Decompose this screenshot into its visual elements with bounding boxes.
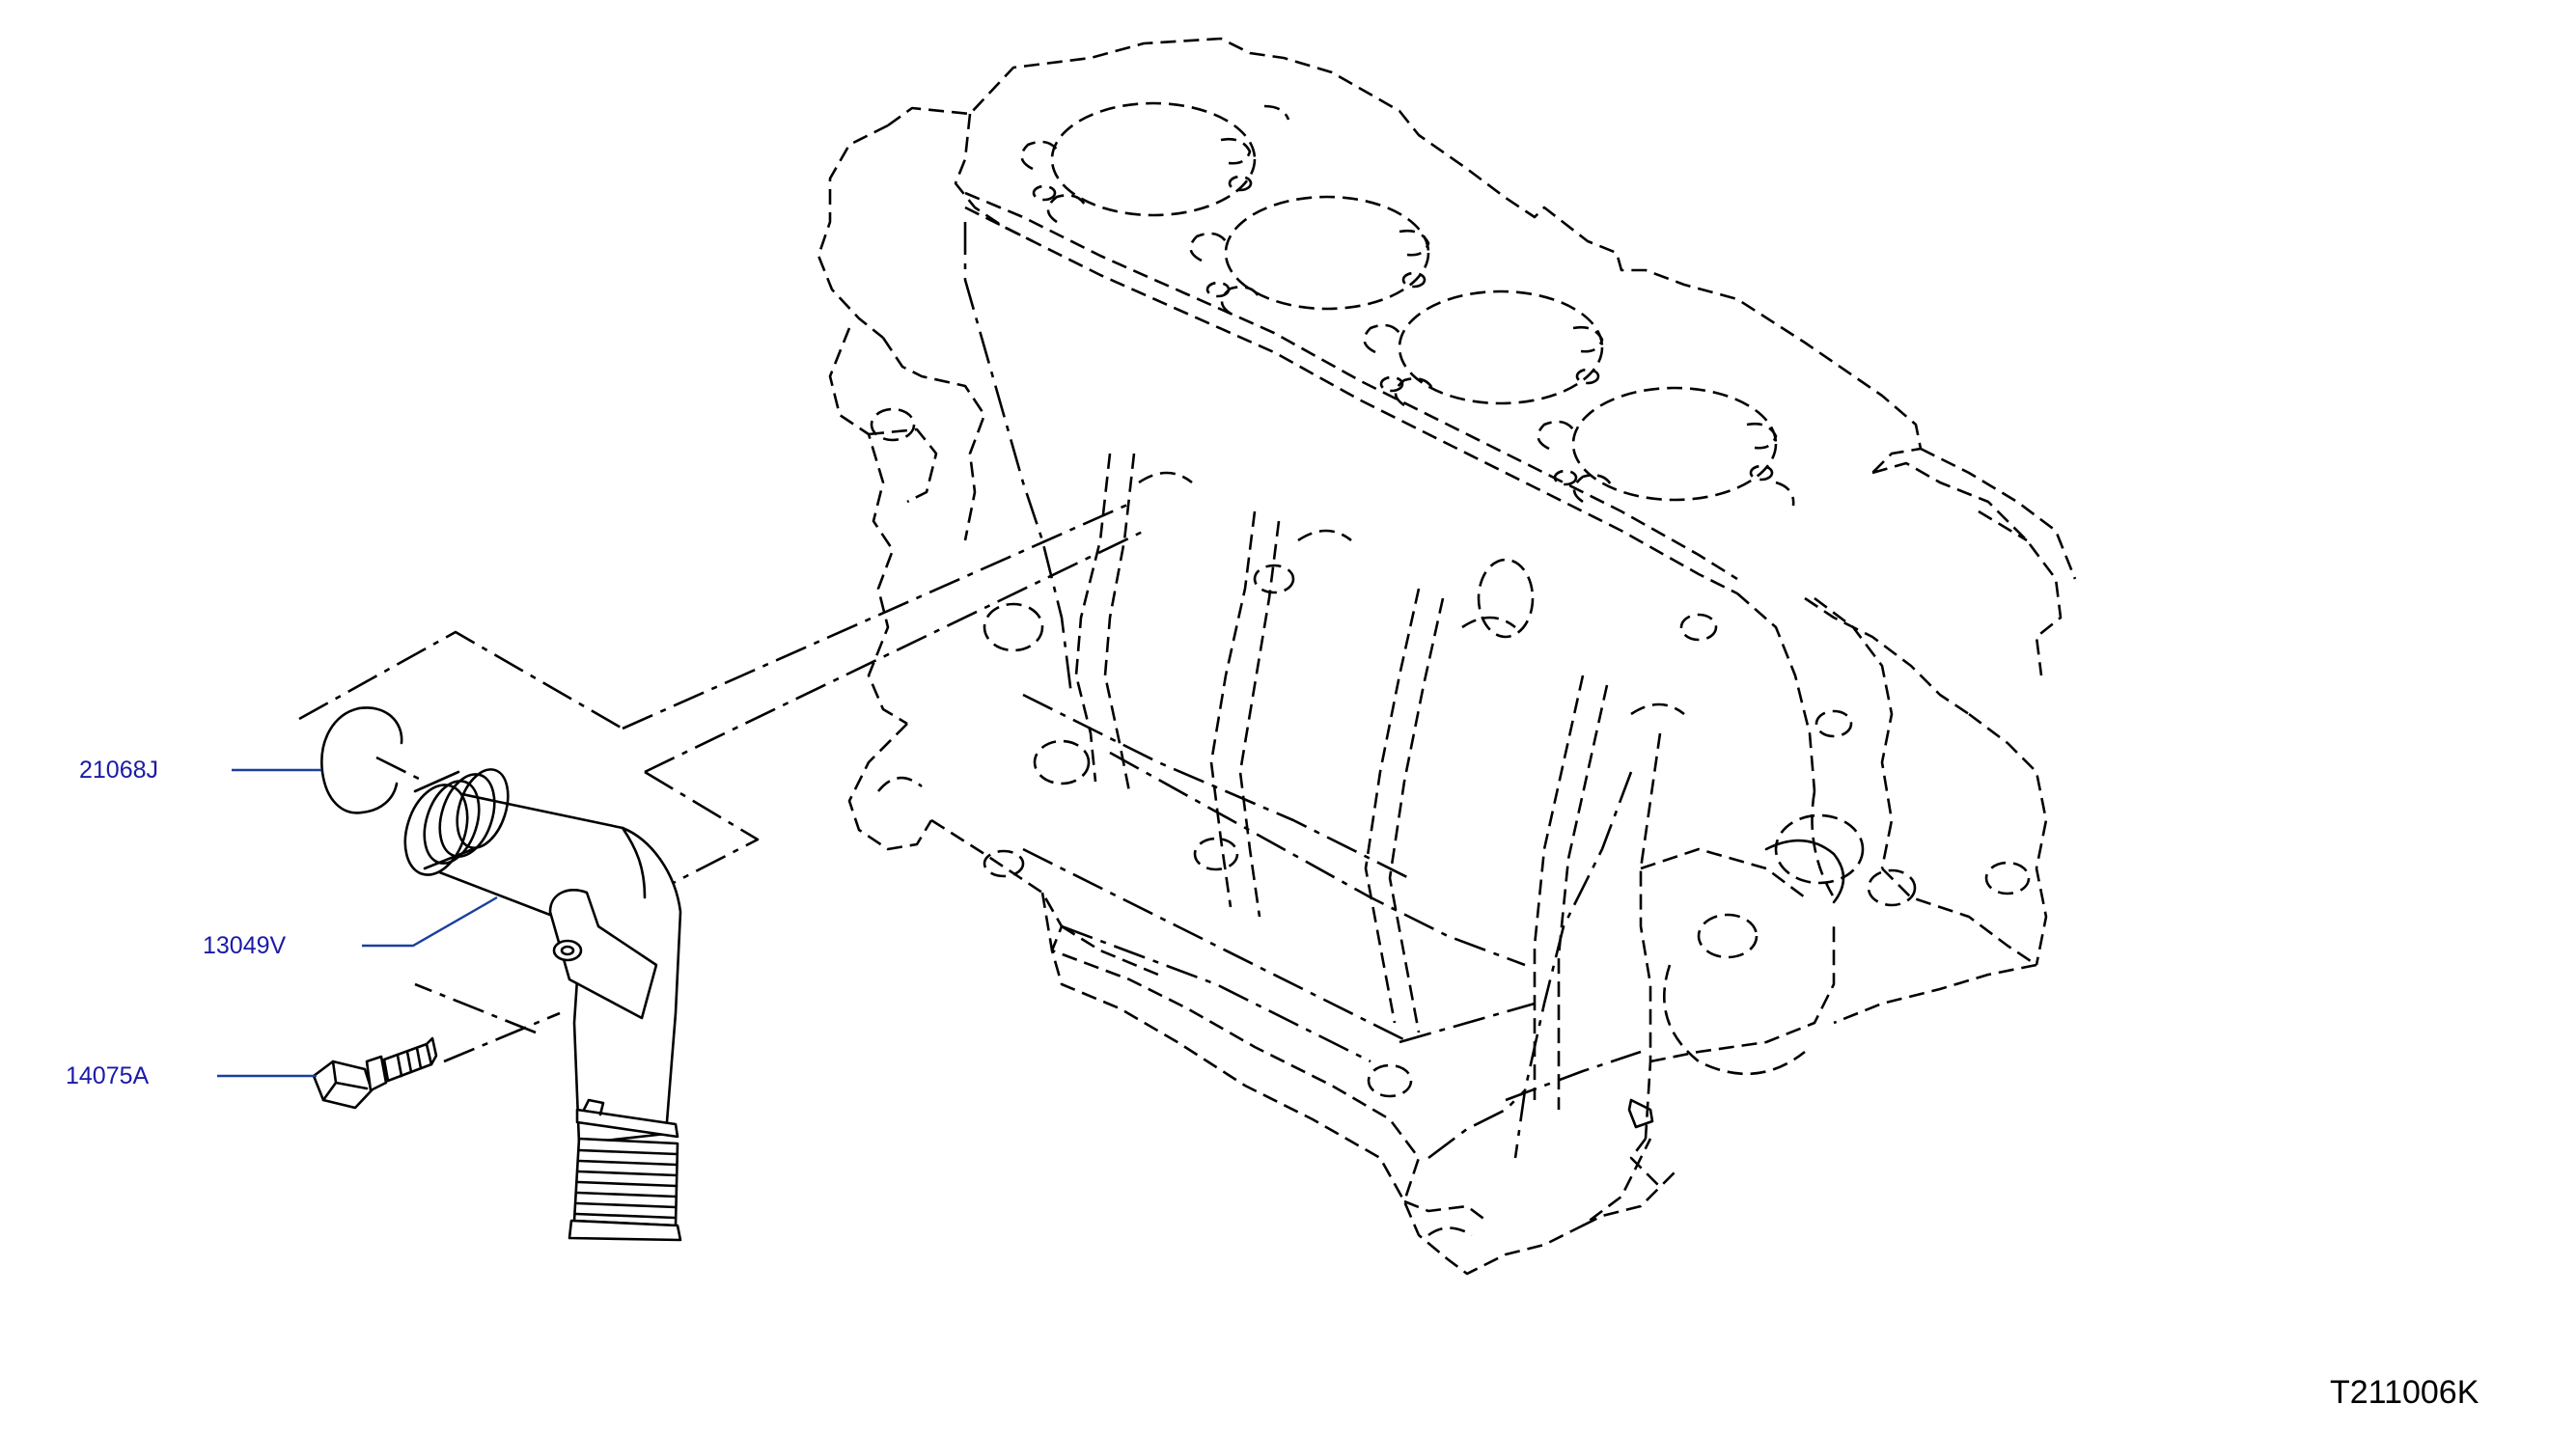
callout-label-21068J: 21068J [79,757,159,784]
gasket-part [320,706,403,814]
leader-line-13049V [362,895,498,948]
mounting-projection-lines [298,500,1150,1063]
callout-leader-lines [217,768,498,1078]
bolt-part [312,1036,438,1110]
figure-code: T211006K [2330,1374,2479,1411]
water-pipe-part [403,768,682,1242]
callout-label-14075A: 14075A [66,1062,150,1089]
engine-block-outline [817,37,2077,1276]
callout-label-13049V: 13049V [203,932,287,959]
